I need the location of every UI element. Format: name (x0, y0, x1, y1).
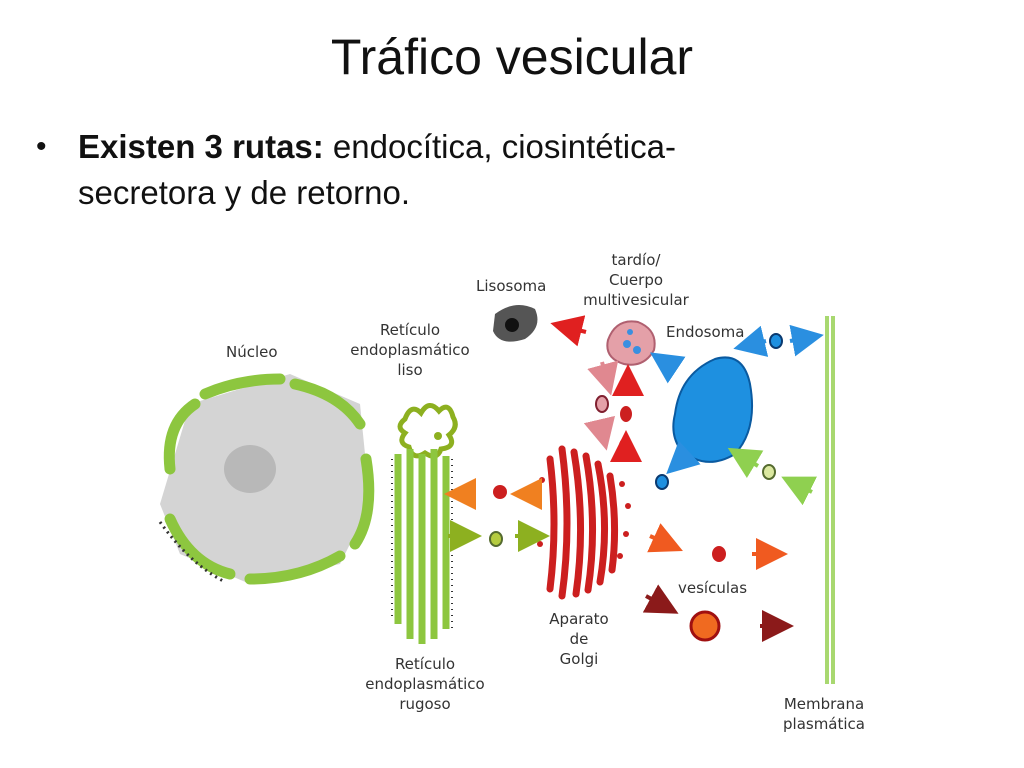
pathway-arrows (444, 315, 824, 642)
label-smooth-er-line1: Retículo (379, 321, 441, 339)
label-smooth-er-line3: liso (397, 361, 423, 379)
label-multivesicular-line3: multivesicular (583, 291, 689, 309)
label-multivesicular-line2: Cuerpo (608, 271, 664, 289)
label-vesiculas: vesículas (678, 579, 748, 597)
label-membrana: Membrana plasmática (764, 694, 884, 734)
label-nucleo: Núcleo (226, 343, 278, 361)
plasma-membrane (825, 316, 835, 684)
label-rough-er: Retículo endoplasmático rugoso (350, 654, 500, 714)
label-smooth-er-line2: endoplasmático (350, 341, 470, 359)
bullet-text-line2: secretora y de retorno. (78, 174, 410, 211)
diagram-illustration (158, 305, 835, 684)
label-rough-er-line1: Retículo (394, 655, 456, 673)
label-lisosoma: Lisosoma (476, 277, 547, 295)
label-golgi-line1: Aparato (549, 610, 609, 628)
bullet-item: Existen 3 rutas: endocítica, ciosintétic… (78, 124, 978, 216)
multivesicular-body (606, 320, 656, 366)
smooth-er (397, 403, 458, 459)
label-multivesicular-line1: tardío/ (611, 251, 661, 269)
label-membrana-line2: plasmática (783, 715, 865, 733)
bullet-bold-text: Existen 3 rutas: (78, 128, 324, 165)
label-rough-er-line2: endoplasmático (365, 675, 485, 693)
rough-er (391, 449, 453, 644)
label-rough-er-line3: rugoso (399, 695, 451, 713)
label-golgi: Aparato de Golgi (534, 609, 624, 669)
slide-title: Tráfico vesicular (330, 29, 694, 85)
label-membrana-line1: Membrana (783, 695, 865, 713)
label-smooth-er: Retículo endoplasmático liso (335, 320, 485, 380)
label-endosoma: Endosoma (666, 323, 745, 341)
bullet-text-line1: endocítica, ciosintética- (323, 128, 676, 165)
bullet-dot: • (36, 130, 47, 163)
lysosome (493, 305, 538, 342)
nucleus (158, 373, 375, 585)
label-golgi-line3: Golgi (559, 650, 599, 668)
endosome (672, 356, 754, 463)
golgi-apparatus (546, 445, 619, 600)
vesicular-traffic-diagram: Núcleo Retículo endoplasmático liso Retí… (130, 244, 890, 744)
label-golgi-line2: de (569, 630, 589, 648)
label-multivesicular: tardío/ Cuerpo multivesicular (566, 250, 706, 310)
